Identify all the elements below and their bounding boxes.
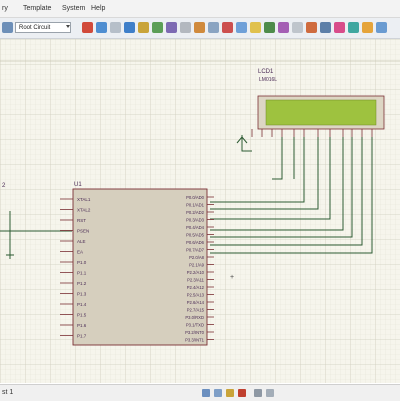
mcu-left-pin-label: XTAL2 <box>77 208 91 213</box>
mcu-right-pin-label: P0.1/AD1 <box>186 203 205 208</box>
mcu-right-pin-label: P2.5/A13 <box>187 293 205 298</box>
mcu-right-pin-label: P0.5/AD5 <box>186 233 205 238</box>
wire-vee <box>272 137 283 180</box>
toolbar-block-copy-icon[interactable] <box>264 22 275 33</box>
wire-d6 <box>210 137 363 246</box>
wire-d5 <box>210 137 353 238</box>
toolbar-block-rotate-icon[interactable] <box>292 22 303 33</box>
mcu-left-pin-label: PSEN <box>77 229 89 234</box>
mcu-left-pin-label: P1.4 <box>77 302 87 307</box>
toolbar-delete-icon[interactable] <box>82 22 93 33</box>
mcu-right-pin-label: P3.0/RXD <box>185 315 204 320</box>
menu-bar: ry Template System Help <box>0 0 400 18</box>
menu-help[interactable]: Help <box>91 5 106 12</box>
toolbar-decompose-icon[interactable] <box>362 22 373 33</box>
wire-vss <box>241 135 252 152</box>
schematic-svg: LCD1 LM016L 2 + U1 <box>0 39 400 383</box>
style-select[interactable]: Root Circuit <box>15 22 71 33</box>
toolbar-wire-autoroute-icon[interactable] <box>376 22 387 33</box>
mcu-left-pin-label: XTAL1 <box>77 197 91 202</box>
toolbar-pick-icon[interactable] <box>320 22 331 33</box>
wire-rs <box>210 137 305 203</box>
wire-rw <box>210 137 319 210</box>
lcd-part-label: LM016L <box>259 77 277 83</box>
toolbar-undo-icon[interactable] <box>194 22 205 33</box>
power-arrow-icon <box>236 136 248 144</box>
toolbar-edit-icon[interactable] <box>2 22 13 33</box>
wire-d4 <box>210 137 344 231</box>
toolbar: Root Circuit <box>0 18 400 39</box>
mcu-body <box>72 188 208 346</box>
menu-library[interactable]: ry <box>2 5 8 12</box>
chevron-down-icon <box>66 25 70 28</box>
mcu-right-pin-label: P0.3/AD3 <box>186 218 205 223</box>
mcu-right-pin-label: P0.4/AD4 <box>186 225 205 230</box>
toolbar-paste-icon[interactable] <box>250 22 261 33</box>
mcu-left-pin-label: P1.1 <box>77 271 87 276</box>
mcu-left-pin-label: P1.5 <box>77 313 87 318</box>
mcu-left-pin-label: P1.7 <box>77 334 87 339</box>
mcu-right-pin-label: P0.0/AD0 <box>186 195 205 200</box>
mcu-left-pin-label: P1.0 <box>77 260 87 265</box>
status-bar: st 1 <box>0 384 400 401</box>
toolbar-grid-icon[interactable] <box>110 22 121 33</box>
step-icon[interactable] <box>214 389 222 397</box>
mcu-right-pin-label: P2.1/A9 <box>189 263 205 268</box>
lcd-ref-label: LCD1 <box>258 69 274 75</box>
messages-icon[interactable] <box>254 389 262 397</box>
mcu-left-pin-label: ALE <box>77 239 86 244</box>
wire-en <box>210 137 331 220</box>
toolbar-copy-icon[interactable] <box>236 22 247 33</box>
mcu-right-pin-label: P3.3/INT1 <box>185 338 205 343</box>
toolbar-block-delete-icon[interactable] <box>306 22 317 33</box>
toolbar-cut-icon[interactable] <box>222 22 233 33</box>
lcd-component[interactable]: LCD1 LM016L <box>251 69 385 137</box>
menu-template[interactable]: Template <box>23 5 52 12</box>
mcu-right-pin-label: P3.2/INT0 <box>185 330 205 335</box>
mcu-right-pin-label: P2.6/A14 <box>187 300 205 305</box>
toolbar-zoom-icon[interactable] <box>96 22 107 33</box>
mcu-ref-label: U1 <box>74 182 82 188</box>
mcu-right-pin-label: P2.2/A10 <box>187 270 205 275</box>
wires <box>0 135 373 259</box>
mcu-right-pin-label: P0.2/AD2 <box>186 210 205 215</box>
mcu-right-pins: P0.0/AD0P0.1/AD1P0.2/AD2P0.3/AD3P0.4/AD4… <box>185 195 214 343</box>
lcd-screen <box>265 99 377 126</box>
play-icon[interactable] <box>202 389 210 397</box>
cursor-marker: + <box>230 274 234 281</box>
toolbar-pan-icon[interactable] <box>138 22 149 33</box>
status-text: st 1 <box>2 389 14 396</box>
left-edge-label: 2 <box>2 183 6 189</box>
mcu-left-pin-label: RST <box>77 218 86 223</box>
toolbar-zoom-all-icon[interactable] <box>180 22 191 33</box>
lcd-pins <box>251 129 373 137</box>
mcu-left-pin-label: P1.2 <box>77 281 87 286</box>
toolbar-block-move-icon[interactable] <box>278 22 289 33</box>
mcu-left-pin-label: P1.6 <box>77 323 87 328</box>
mcu-right-pin-label: P2.4/A12 <box>187 285 205 290</box>
mcu-right-pin-label: P2.7/A15 <box>187 308 205 313</box>
pause-icon[interactable] <box>226 389 234 397</box>
wire-d7 <box>210 137 373 254</box>
toolbar-redo-icon[interactable] <box>208 22 219 33</box>
toolbar-make-device-icon[interactable] <box>334 22 345 33</box>
stop-icon[interactable] <box>238 389 246 397</box>
zoom-status-icon[interactable] <box>266 389 274 397</box>
mcu-right-pin-label: P0.6/AD6 <box>186 240 205 245</box>
menu-system[interactable]: System <box>62 5 86 12</box>
mcu-right-pin-label: P3.1/TXD <box>186 323 204 328</box>
toolbar-zoom-in-icon[interactable] <box>152 22 163 33</box>
mcu-left-pin-label: EA <box>77 250 83 255</box>
toolbar-package-icon[interactable] <box>348 22 359 33</box>
toolbar-zoom-out-icon[interactable] <box>166 22 177 33</box>
schematic-canvas[interactable]: LCD1 LM016L 2 + U1 <box>0 39 400 383</box>
mcu-right-pin-label: P0.7/AD7 <box>186 248 205 253</box>
mcu-right-pin-label: P2.3/A11 <box>187 278 205 283</box>
mcu-right-pin-label: P2.0/A8 <box>189 255 205 260</box>
toolbar-origin-icon[interactable] <box>124 22 135 33</box>
mcu-left-pin-label: P1.3 <box>77 292 87 297</box>
